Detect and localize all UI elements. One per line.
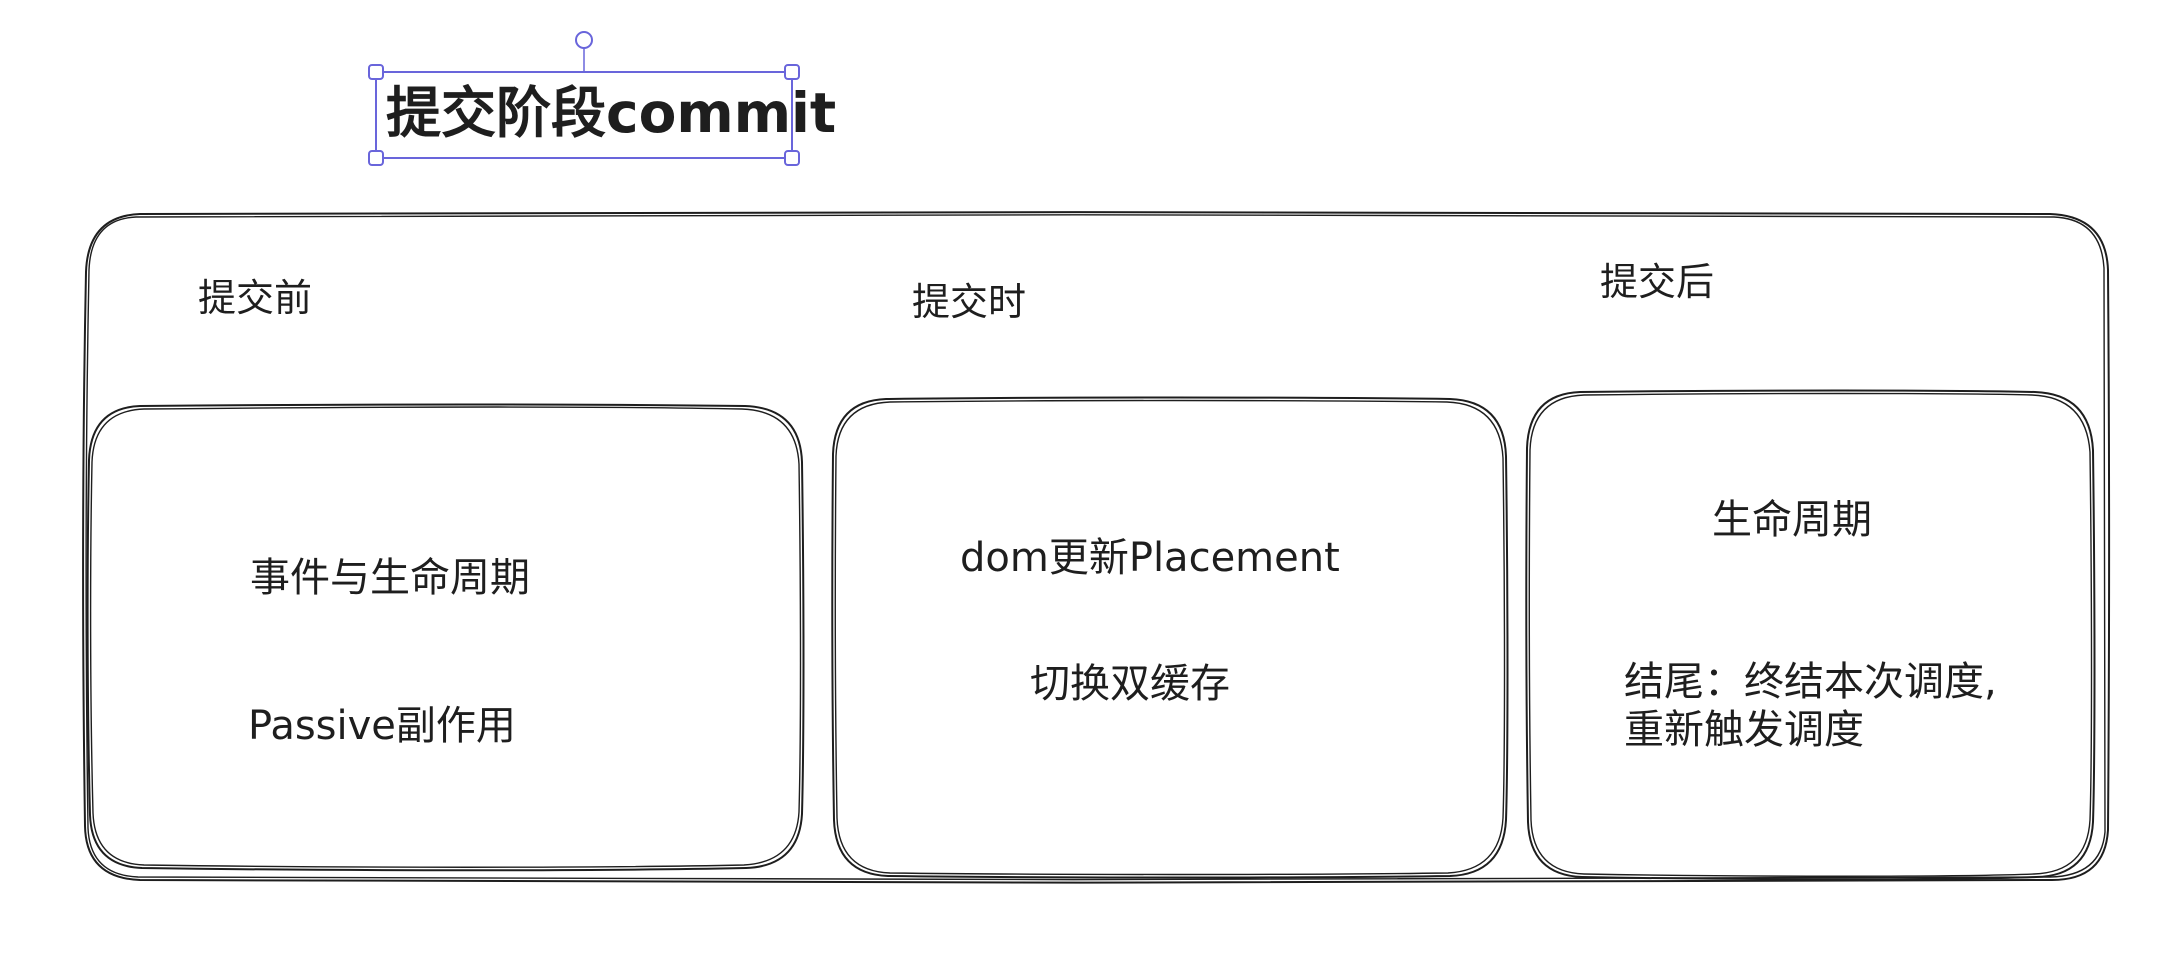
item-dom-update-placement: dom更新Placement bbox=[960, 535, 1340, 581]
item-passive-effects: Passive副作用 bbox=[248, 703, 516, 749]
rotate-handle[interactable] bbox=[575, 31, 593, 49]
section-label-after-commit: 提交后 bbox=[1600, 260, 1715, 304]
section-label-during-commit: 提交时 bbox=[912, 280, 1027, 324]
section-box-after-commit[interactable] bbox=[1525, 389, 2096, 881]
section-box-during-commit[interactable] bbox=[831, 396, 1509, 879]
resize-handle-top-right[interactable] bbox=[784, 64, 800, 80]
diagram-title[interactable]: 提交阶段commit bbox=[386, 81, 837, 145]
resize-handle-bottom-left[interactable] bbox=[368, 150, 384, 166]
item-lifecycle: 生命周期 bbox=[1712, 497, 1872, 543]
item-finish-and-reschedule: 结尾：终结本次调度, 重新触发调度 bbox=[1624, 659, 1997, 753]
resize-handle-bottom-right[interactable] bbox=[784, 150, 800, 166]
item-switch-double-buffer: 切换双缓存 bbox=[1030, 661, 1230, 707]
title-selection-frame[interactable] bbox=[368, 31, 800, 166]
section-label-before-commit: 提交前 bbox=[198, 276, 313, 320]
section-box-before-commit[interactable] bbox=[86, 403, 805, 872]
item-events-and-lifecycle: 事件与生命周期 bbox=[250, 555, 530, 601]
resize-handle-top-left[interactable] bbox=[368, 64, 384, 80]
